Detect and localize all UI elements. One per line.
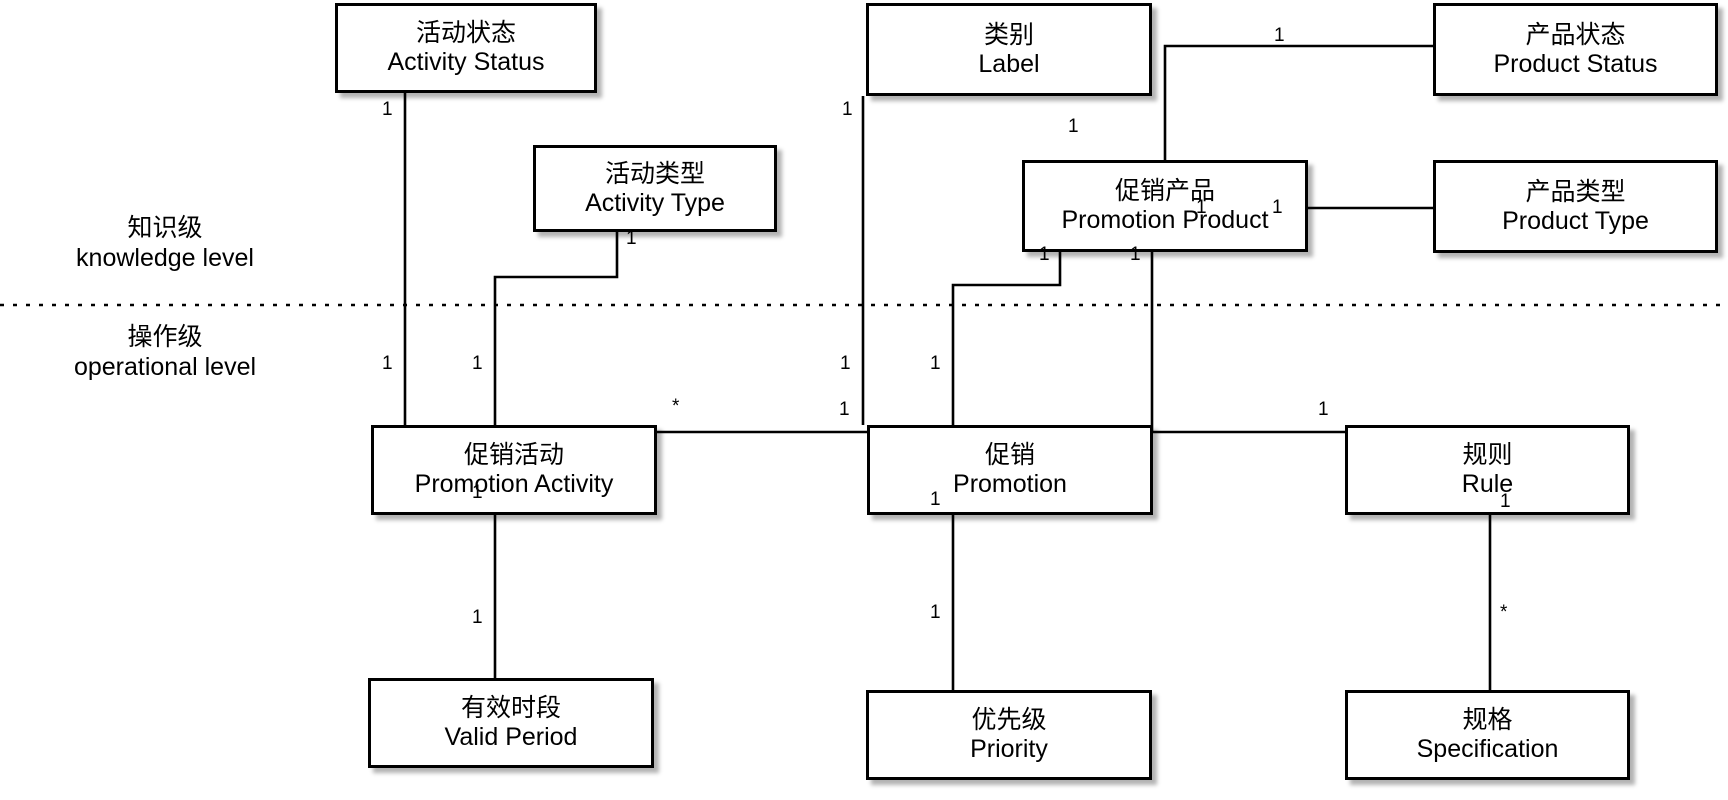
entity-activity-type-en: Activity Type [585,188,725,217]
entity-promotion-product-cn: 促销产品 [1114,177,1215,205]
multiplicity-rule-left: 1 [1318,399,1329,420]
multiplicity-promotion-product-top: 1 [1068,116,1079,137]
multiplicity-priority-top: 1 [930,602,941,623]
multiplicity-product-type-left: 1 [1272,197,1283,218]
entity-activity-type-cn: 活动类型 [604,159,705,188]
entity-promotion-product-en: Promotion Product [1061,206,1269,234]
entity-activity-status-en: Activity Status [387,48,545,76]
entity-rule[interactable]: 规则 Rule [1345,425,1630,515]
entity-rule-en: Rule [1461,470,1514,498]
entity-promotion-en: Promotion [953,470,1067,498]
entity-promotion-activity-en: Promotion Activity [414,470,614,498]
entity-priority[interactable]: 优先级 Priority [866,690,1152,780]
entity-activity-type[interactable]: 活动类型 Activity Type [533,145,777,232]
level-label-knowledge: 知识级 knowledge level [20,213,310,273]
entity-activity-status-cn: 活动状态 [415,19,516,47]
entity-valid-period-en: Valid Period [444,723,578,751]
multiplicity-rule-bottom: 1 [1500,491,1511,512]
multiplicity-activity-status-bottom: 1 [382,99,393,120]
entity-priority-cn: 优先级 [971,706,1047,734]
multiplicity-promotion-product-bottom-right: 1 [1130,244,1141,265]
level-label-operational: 操作级 operational level [20,322,310,382]
multiplicity-activity-type-bottom: 1 [626,228,637,249]
entity-priority-en: Priority [970,735,1048,763]
multiplicity-promotion-activity-bottom: 1 [472,482,483,503]
multiplicity-promotion-top-right: 1 [930,353,941,374]
multiplicity-promotion-top-left: 1 [840,353,851,374]
entity-specification-en: Specification [1416,735,1559,763]
level-label-knowledge-cn: 知识级 [127,214,203,242]
entity-promotion-product[interactable]: 促销产品 Promotion Product [1022,160,1308,252]
entity-rule-cn: 规则 [1462,441,1513,469]
level-label-operational-cn: 操作级 [127,323,203,351]
edge-promotion-product-rule [1150,252,1345,434]
entity-promotion-activity-cn: 促销活动 [463,441,564,469]
entity-valid-period[interactable]: 有效时段 Valid Period [368,678,654,768]
multiplicity-promotion-activity-right: * [672,396,680,417]
entity-activity-status[interactable]: 活动状态 Activity Status [335,3,597,93]
entity-product-type-en: Product Type [1502,206,1649,235]
entity-valid-period-cn: 有效时段 [460,694,561,722]
multiplicity-valid-period-top: 1 [472,607,483,628]
multiplicity-product-status-left: 1 [1274,25,1285,46]
entity-specification[interactable]: 规格 Specification [1345,690,1630,780]
edge-activity-type-promotion-activity [493,232,619,425]
multiplicity-promotion-product-bottom-left: 1 [1039,244,1050,265]
entity-product-type[interactable]: 产品类型 Product Type [1433,160,1718,253]
multiplicity-promotion-left: 1 [839,399,850,420]
level-label-operational-en: operational level [73,353,257,381]
multiplicity-specification-top: * [1500,602,1508,623]
entity-promotion[interactable]: 促销 Promotion [867,425,1153,515]
multiplicity-promotion-activity-top-right: 1 [472,353,483,374]
entity-label[interactable]: 类别 Label [866,3,1152,96]
entity-product-status-en: Product Status [1493,49,1658,78]
entity-specification-cn: 规格 [1462,706,1513,734]
multiplicity-label-bottom: 1 [842,99,853,120]
entity-label-cn: 类别 [983,20,1034,49]
entity-promotion-cn: 促销 [984,441,1035,469]
level-label-knowledge-en: knowledge level [76,244,254,272]
entity-promotion-activity[interactable]: 促销活动 Promotion Activity [371,425,657,515]
edge-product-status-promotion-product [1163,44,1433,160]
multiplicity-promotion-activity-top-left: 1 [382,353,393,374]
entity-product-status-cn: 产品状态 [1525,20,1626,49]
multiplicity-promotion-product-right: 1 [1196,197,1207,218]
edge-promotion-product-promotion [951,252,1062,425]
multiplicity-promotion-bottom: 1 [930,489,941,510]
entity-product-type-cn: 产品类型 [1525,177,1626,206]
entity-label-en: Label [978,49,1040,78]
entity-product-status[interactable]: 产品状态 Product Status [1433,3,1718,96]
